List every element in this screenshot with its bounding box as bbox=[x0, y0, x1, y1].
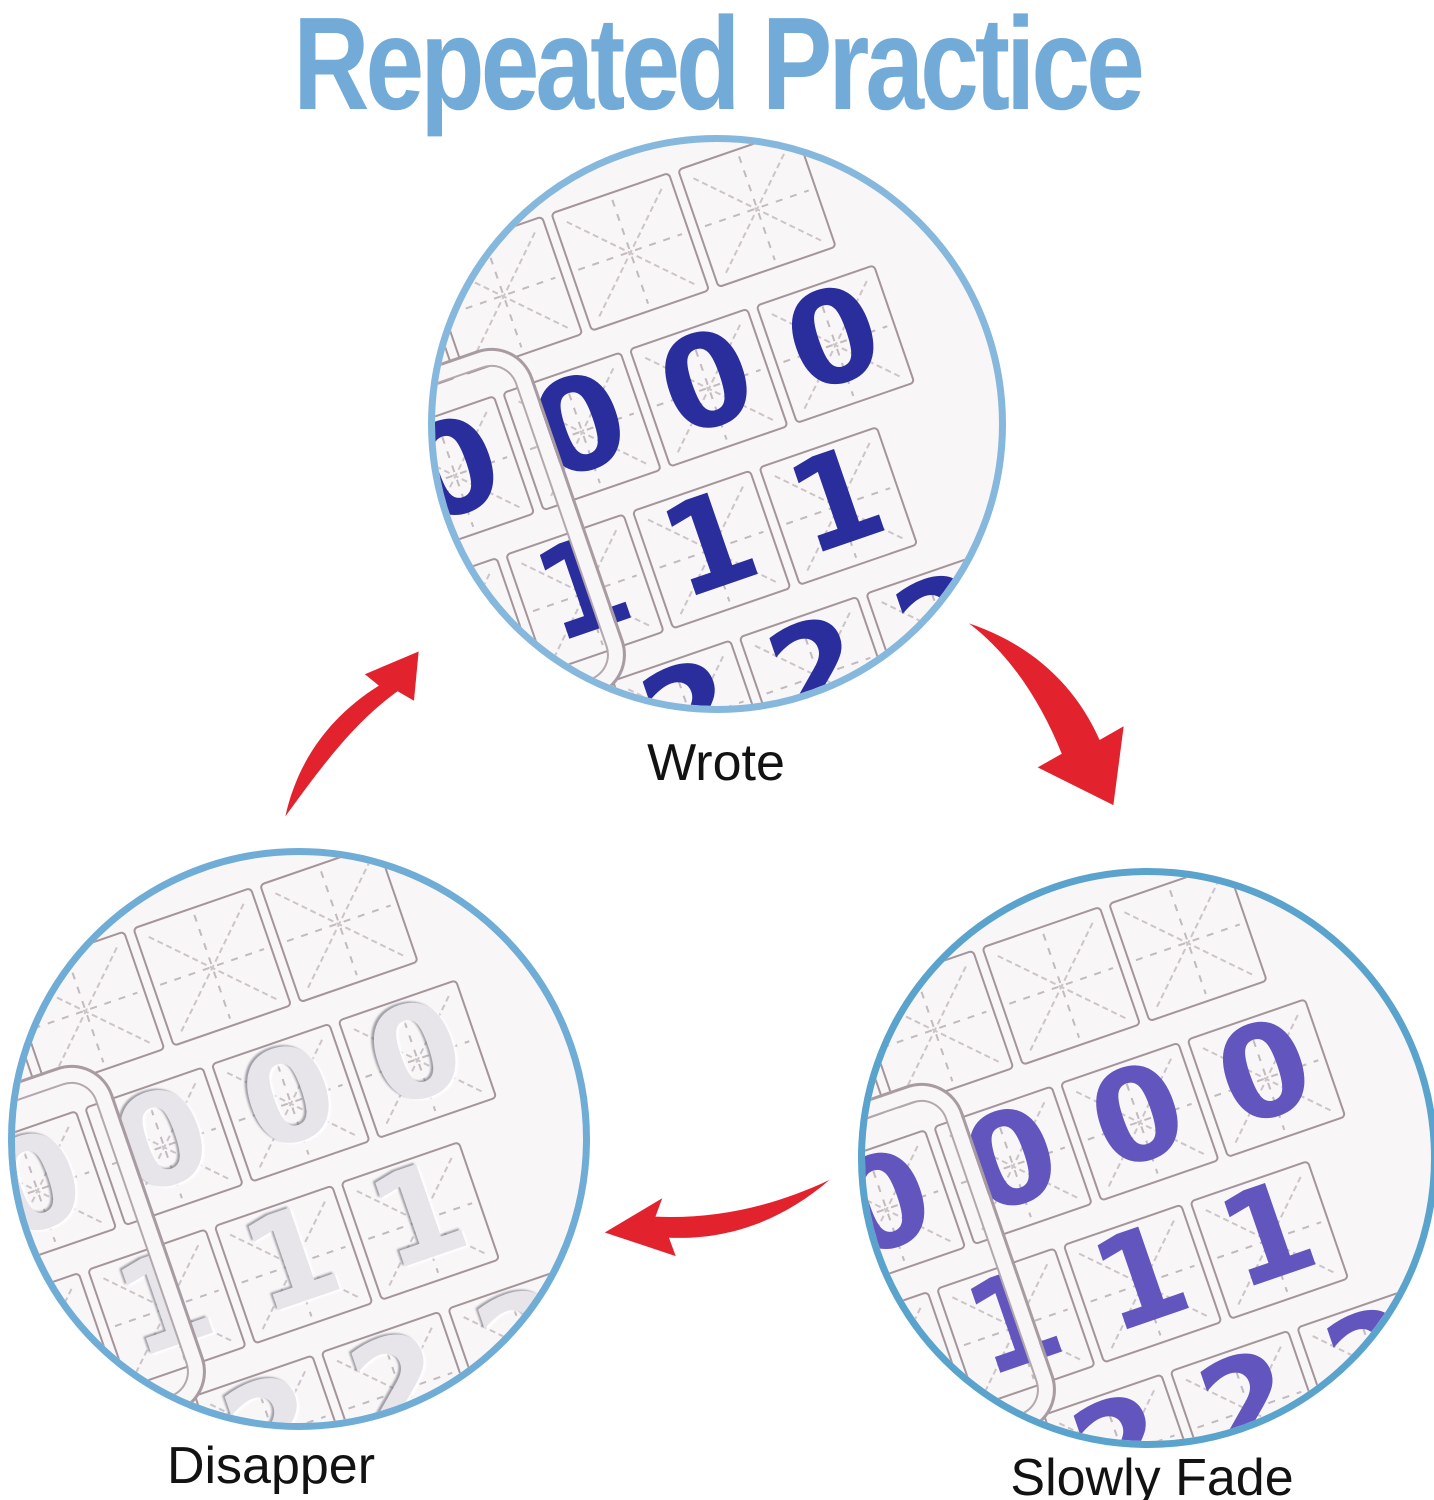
traced-digit: 0 bbox=[1071, 1031, 1205, 1202]
photo-circle-wrote: 0 0 0 0 1 1 1 2 2 2 bbox=[428, 135, 1006, 713]
traced-digit: 2 bbox=[1181, 1319, 1315, 1448]
traced-digit: 0 bbox=[640, 297, 774, 468]
traced-digit: 1 bbox=[643, 459, 777, 630]
traced-digit: 1 bbox=[1074, 1193, 1208, 1364]
traced-digit: 2 bbox=[750, 585, 884, 713]
traced-digit: 0 bbox=[222, 1012, 356, 1183]
traced-digit: 0 bbox=[1198, 988, 1332, 1158]
traced-digit: 0 bbox=[767, 254, 901, 424]
traced-digit: 2 bbox=[332, 1300, 466, 1430]
traced-digit: 1 bbox=[352, 1130, 485, 1301]
stage-label-slowly-fade: Slowly Fade bbox=[1010, 1449, 1294, 1500]
traced-digit: 2 bbox=[205, 1344, 339, 1430]
arrow-disapper-to-wrote-icon bbox=[285, 651, 419, 817]
traced-digit: 2 bbox=[1308, 1276, 1434, 1446]
traced-digit: 0 bbox=[349, 969, 483, 1139]
photo-circle-disapper: 0 0 0 0 1 1 1 2 2 2 bbox=[8, 848, 590, 1430]
stage-label-disapper: Disapper bbox=[166, 1437, 376, 1495]
traced-digit: 1 bbox=[770, 415, 903, 586]
arrow-wrote-to-fade-icon bbox=[968, 623, 1124, 806]
traced-digit: 2 bbox=[459, 1257, 590, 1427]
page-title: Repeated Practice bbox=[293, 0, 1145, 137]
traced-digit: 1 bbox=[225, 1174, 359, 1345]
photo-circle-slowly-fade: 0 0 0 0 1 1 1 2 2 2 bbox=[858, 868, 1434, 1448]
traced-digit: 2 bbox=[624, 629, 757, 706]
arrow-fade-to-disapper-icon bbox=[604, 1179, 830, 1257]
traced-digit: 2 bbox=[1055, 1363, 1188, 1441]
stage-label-wrote: Wrote bbox=[647, 734, 785, 792]
traced-digit: 1 bbox=[1201, 1149, 1334, 1320]
